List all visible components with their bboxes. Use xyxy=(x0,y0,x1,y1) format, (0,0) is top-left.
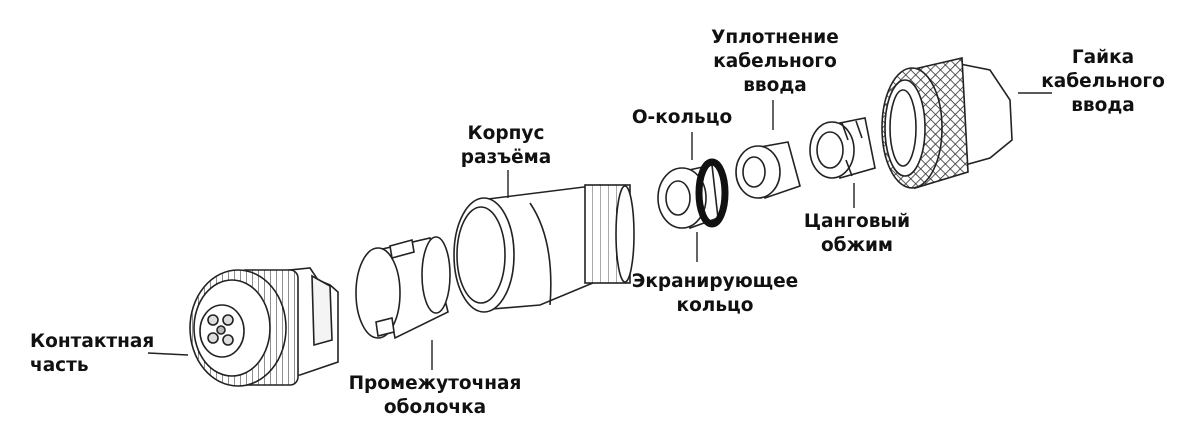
label-intermediate-shell: Промежуточная оболочка xyxy=(348,373,522,418)
label-shield-ring: Экранирующее кольцо xyxy=(631,271,799,316)
leader-contact-part xyxy=(147,352,189,356)
collet-clamp xyxy=(809,117,876,180)
intermediate-shell xyxy=(355,236,451,340)
label-o-ring: О-кольцо xyxy=(631,107,733,128)
cable-gland-seal xyxy=(735,141,801,200)
label-cable-gland-nut: Гайка кабельного ввода xyxy=(1041,47,1165,116)
label-cable-gland-seal: Уплотнение кабельного ввода xyxy=(711,27,839,96)
cable-gland-nut xyxy=(881,57,1013,190)
contact-part xyxy=(189,267,339,387)
o-ring xyxy=(695,158,729,228)
label-collet-clamp: Цанговый обжим xyxy=(803,211,911,256)
label-contact-part: Контактная часть xyxy=(30,331,155,376)
label-connector-body: Корпус разъёма xyxy=(460,123,552,168)
connector-body xyxy=(453,184,635,313)
shield-ring xyxy=(657,164,719,230)
